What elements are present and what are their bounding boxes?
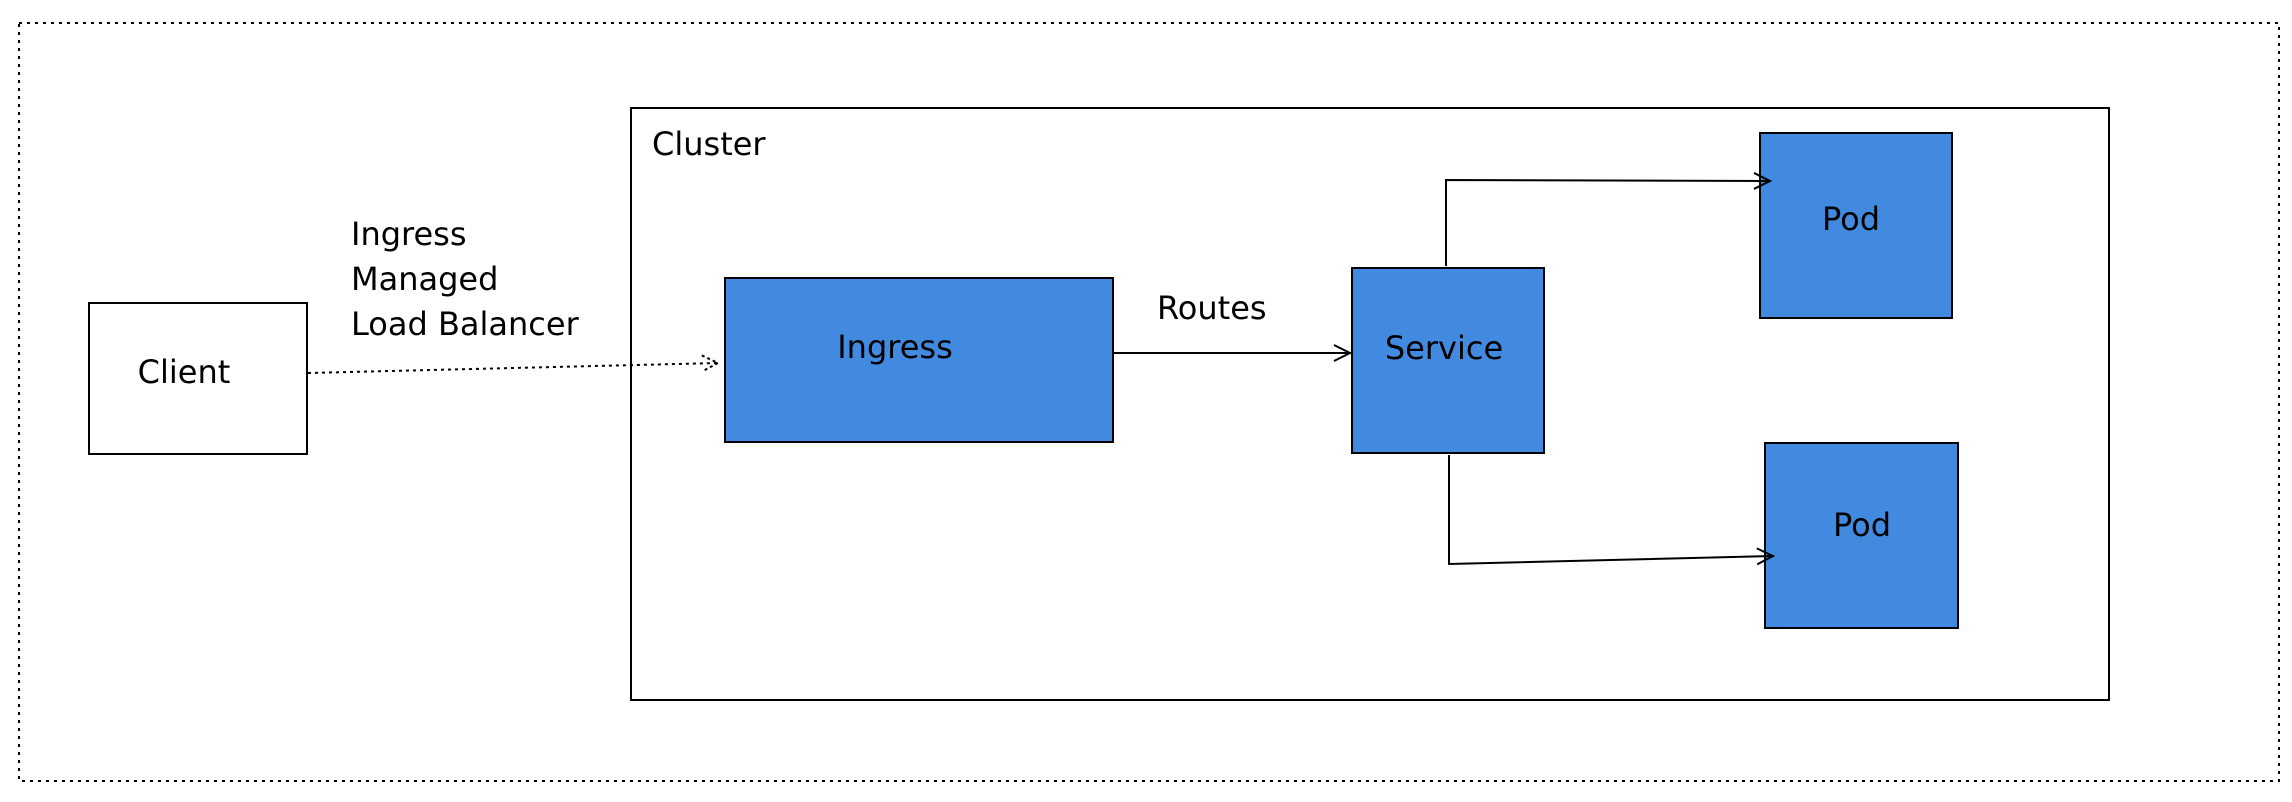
edge-routes-label: Routes bbox=[1157, 289, 1267, 327]
ingress-label: Ingress bbox=[837, 328, 953, 366]
pod-top-label: Pod bbox=[1822, 200, 1880, 238]
cluster-box[interactable]: Cluster bbox=[630, 107, 2110, 701]
edge-client-to-ingress: Ingress Managed Load Balancer bbox=[307, 215, 718, 373]
edge-service-to-pod-top bbox=[1445, 180, 1770, 266]
pod-node-bottom[interactable]: Pod bbox=[1764, 442, 1959, 629]
edge-service-to-pod-bottom bbox=[1448, 455, 1773, 564]
edge-label-line-2: Managed bbox=[351, 260, 498, 298]
outer-frame bbox=[18, 22, 2280, 782]
pod-node-top[interactable]: Pod bbox=[1759, 132, 1953, 319]
cluster-label: Cluster bbox=[652, 125, 766, 163]
edge-client-ingress-label: Ingress Managed Load Balancer bbox=[351, 215, 580, 343]
client-node[interactable]: Client bbox=[88, 302, 308, 455]
pod-bottom-label: Pod bbox=[1833, 506, 1891, 544]
edge-label-line-3: Load Balancer bbox=[351, 305, 580, 343]
ingress-node[interactable]: Ingress bbox=[724, 277, 1114, 443]
service-label: Service bbox=[1385, 329, 1503, 367]
edge-ingress-to-service: Routes bbox=[1114, 289, 1350, 353]
client-label: Client bbox=[138, 353, 231, 391]
service-node[interactable]: Service bbox=[1351, 267, 1545, 454]
edge-label-line-1: Ingress bbox=[351, 215, 467, 253]
